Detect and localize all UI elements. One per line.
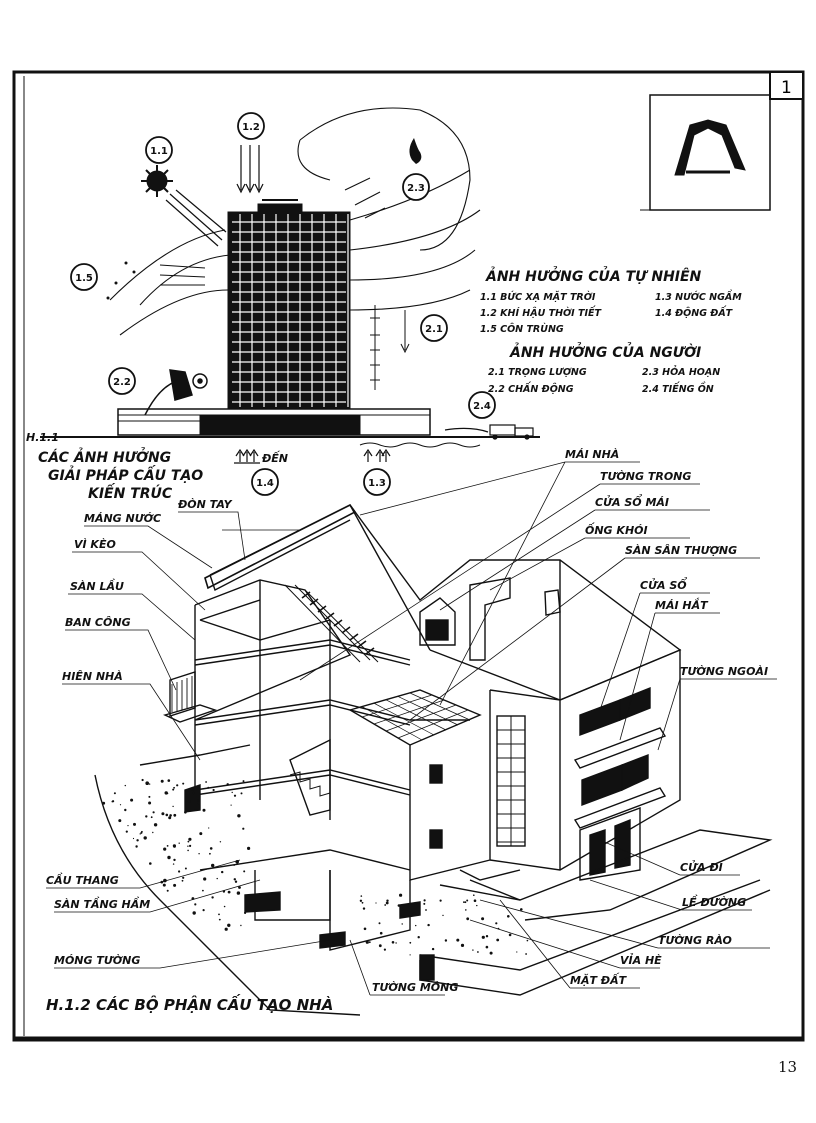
- label-ban-cong: BAN CÔNG: [65, 615, 131, 629]
- title-symbol: [640, 94, 771, 211]
- high-rise-building: [40, 199, 540, 448]
- marker-2-1-label: 2.1: [425, 324, 443, 335]
- label-mang-nuoc: MÁNG NƯỚC: [84, 512, 161, 525]
- label-cua-so: CỬA SỔ: [640, 577, 687, 592]
- label-cua-so-mai: CỬA SỔ MÁI: [595, 494, 669, 509]
- legend-human-2-2: 2.2 CHẤN ĐỘNG: [488, 382, 574, 395]
- ground-arrows: [234, 448, 391, 464]
- marker-1-2: [237, 112, 265, 140]
- label-hien-nha: HIÊN NHÀ: [62, 669, 123, 683]
- label-tuong-mong: TƯỜNG MÓNG: [372, 980, 458, 994]
- fig1-caption: CÁC ẢNH HƯỞNG GIẢI PHÁP CẤU TẠO KIẾN TRÚ…: [38, 447, 203, 502]
- bugs-icon: [106, 261, 136, 300]
- marker-2-2-label: 2.2: [113, 377, 131, 388]
- label-san-tang-ham: SÀN TẦNG HẦM: [54, 896, 150, 911]
- marker-2-1: [420, 314, 448, 342]
- soil-dots: [102, 778, 529, 956]
- fig1-tag: H.1.1: [26, 431, 59, 444]
- sheet-frame: [12, 70, 805, 1042]
- machine-icon: [144, 369, 208, 416]
- fig1-caption-line-1: CÁC ẢNH HƯỞNG: [38, 447, 171, 466]
- marker-1-3: [363, 468, 391, 496]
- label-cau-thang: CẦU THANG: [46, 872, 119, 887]
- wind-curves: [109, 107, 481, 336]
- label-mai-nha: MÁI NHÀ: [565, 447, 619, 461]
- marker-1-2-label: 1.2: [242, 122, 260, 133]
- marker-2-2: [108, 367, 136, 395]
- label-via-he: VỈA HÈ: [620, 953, 662, 967]
- label-mong-tuong: MÓNG TƯỜNG: [54, 953, 140, 967]
- legend-nature-1-2: 1.2 KHÍ HẬU THỜI TIẾT: [480, 306, 602, 319]
- legend-human-2-1: 2.1 TRỌNG LƯỢNG: [488, 367, 587, 378]
- marker-2-3: [402, 173, 430, 201]
- label-tuong-trong: TƯỜNG TRONG: [600, 469, 691, 483]
- sheet-number: 1: [781, 78, 792, 98]
- arrow-label: ĐẾN: [261, 450, 288, 465]
- marker-2-3-label: 2.3: [407, 183, 425, 194]
- label-san-lau: SÀN LẦU: [70, 578, 124, 593]
- fire-icon: [409, 138, 422, 164]
- label-mat-dat: MẶT ĐẤT: [570, 972, 628, 987]
- marker-1-5-label: 1.5: [75, 273, 93, 284]
- influence-markers: [70, 112, 496, 496]
- label-tuong-rao: TƯỜNG RÀO: [658, 933, 732, 947]
- weight-arrows: [370, 305, 410, 390]
- fig2-caption: H.1.2 CÁC BỘ PHẬN CẤU TẠO NHÀ: [46, 993, 333, 1014]
- legend-human-2-4: 2.4 TIẾNG ỒN: [642, 382, 714, 395]
- label-cua-di: CỬA ĐI: [680, 860, 723, 874]
- label-don-tay: ĐÒN TAY: [177, 497, 233, 511]
- marker-1-4: [251, 468, 279, 496]
- influence-sun-icon: [141, 165, 227, 247]
- label-mai-hat: MÁI HẮT: [655, 597, 709, 612]
- legend-human-title: ẢNH HƯỞNG CỦA NGƯỜI: [509, 342, 701, 361]
- legend-nature-title: ẢNH HƯỞNG CỦA TỰ NHIÊN: [485, 266, 702, 285]
- influence-legend: ẢNH HƯỞNG CỦA TỰ NHIÊN 1.1 BỨC XẠ MẶT TR…: [480, 266, 742, 395]
- house-labels-left: ĐÒN TAY MÁNG NƯỚC VÌ KÈO SÀN LẦU BAN CÔN…: [46, 497, 233, 967]
- legend-nature-1-3: 1.3 NƯỚC NGẦM: [655, 291, 742, 303]
- legend-human-2-3: 2.3 HỎA HOẠN: [642, 365, 720, 378]
- marker-2-4: [468, 391, 496, 419]
- marker-1-1-label: 1.1: [150, 146, 168, 157]
- legend-nature-1-1: 1.1 BỨC XẠ MẶT TRỜI: [480, 291, 596, 303]
- legend-nature-1-4: 1.4 ĐỘNG ĐẤT: [655, 306, 734, 319]
- legend-nature-1-5: 1.5 CÔN TRÙNG: [480, 324, 564, 335]
- marker-1-3-label: 1.3: [368, 478, 386, 489]
- marker-2-4-label: 2.4: [473, 401, 491, 412]
- house-labels-right: MÁI NHÀ TƯỜNG TRONG CỬA SỔ MÁI ỐNG KHÓI …: [372, 447, 768, 994]
- label-tuong-ngoai: TƯỜNG NGOÀI: [680, 664, 768, 678]
- fig1-caption-line-2: GIẢI PHÁP CẤU TẠO: [48, 465, 203, 484]
- marker-1-5: [70, 263, 98, 291]
- label-leaders: [46, 461, 777, 996]
- label-san-thuong: SÀN SÂN THƯỢNG: [625, 543, 737, 557]
- influence-climate-arrows: [236, 145, 264, 194]
- fig1-caption-line-3: KIẾN TRÚC: [88, 483, 173, 502]
- marker-1-1: [145, 136, 173, 164]
- vehicle-icon: [444, 424, 534, 440]
- page-number: 13: [778, 1058, 798, 1076]
- label-vi-keo: VÌ KÈO: [74, 537, 116, 551]
- marker-1-4-label: 1.4: [256, 478, 274, 489]
- label-le-duong: LỀ ĐƯỜNG: [682, 894, 746, 909]
- label-ong-khoi: ỐNG KHÓI: [585, 522, 648, 537]
- house-cutaway-drawing: [94, 503, 773, 1016]
